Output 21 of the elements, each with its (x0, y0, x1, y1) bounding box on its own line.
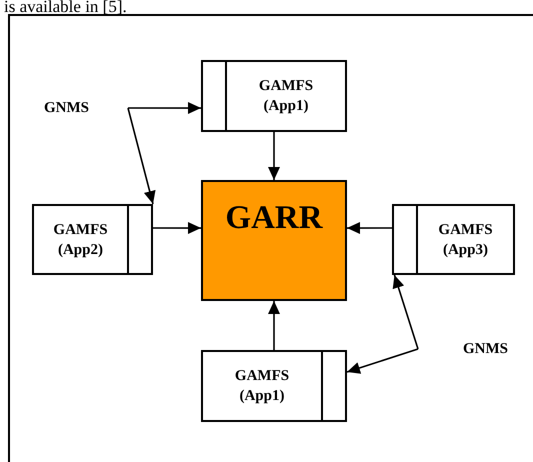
component-label: GNMS (44, 100, 89, 116)
module-label: GAMFS (App2) (52, 220, 109, 260)
arrow (346, 348, 418, 374)
arrow (347, 222, 392, 234)
module-label: GAMFS (App1) (234, 367, 290, 406)
text-fragment: is available in [5]. (4, 0, 127, 14)
central-box (201, 180, 347, 301)
arrow (127, 108, 156, 204)
component-label: GNMS (463, 342, 508, 356)
module-label: GAMFS (App3) (437, 220, 494, 260)
arrow (268, 301, 280, 350)
module-box (392, 204, 515, 275)
module-box (32, 204, 153, 275)
arrow (268, 132, 280, 180)
arrow (392, 274, 419, 350)
node-title: GARR (225, 202, 323, 235)
arrow (153, 222, 201, 234)
module-box (201, 60, 347, 132)
module-box (201, 350, 347, 422)
module-label: GAMFS (App1) (258, 77, 314, 116)
arrow (128, 102, 201, 114)
